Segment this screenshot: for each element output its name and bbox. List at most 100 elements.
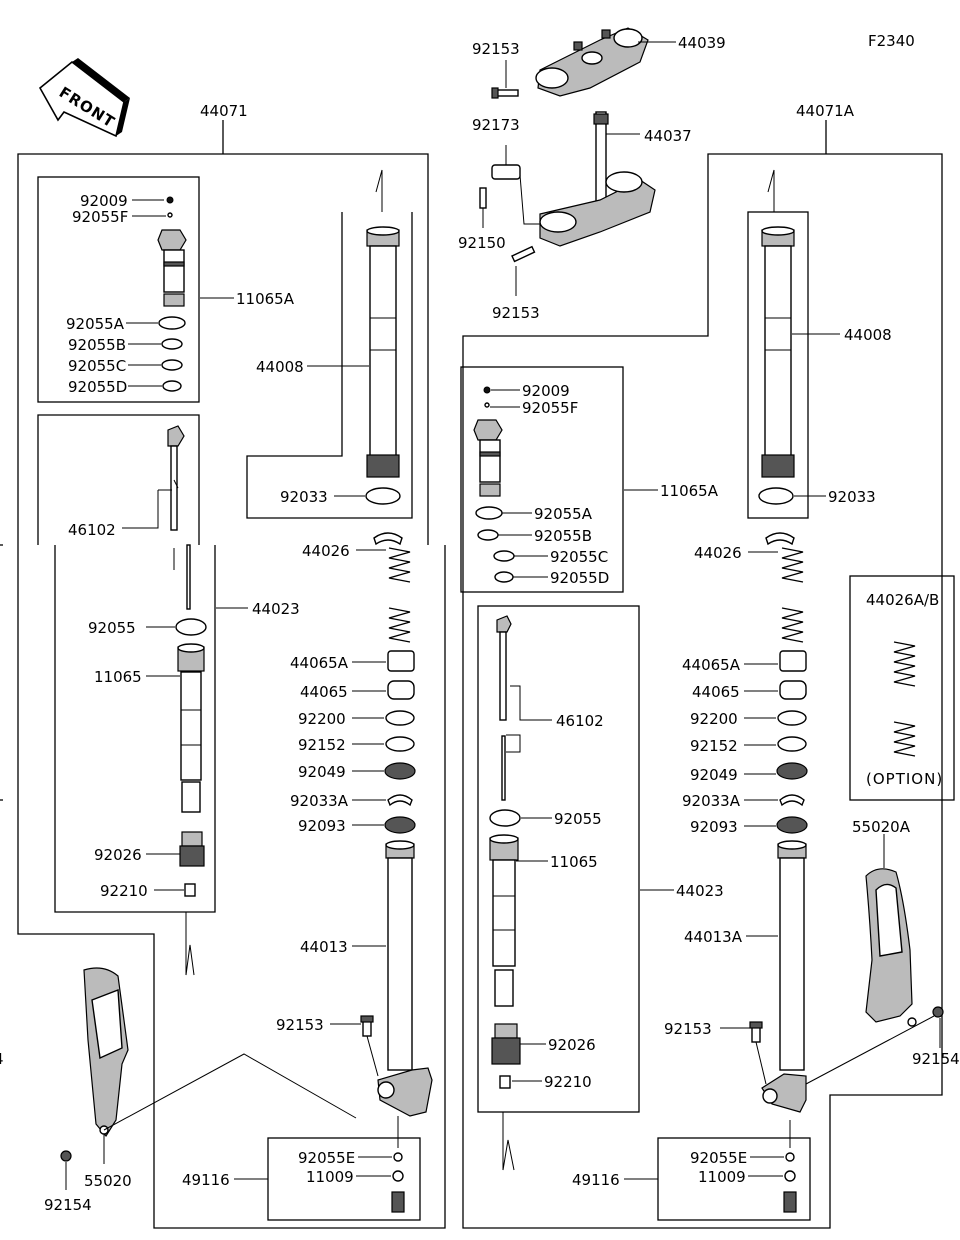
right-oil-seal-icon [776, 762, 808, 780]
lower-clamp-bolt-icon [511, 245, 536, 263]
label-left-axle-bolt: 92153 [276, 1016, 324, 1034]
label-right-cap: 11009 [698, 1168, 746, 1186]
left-cylinder [177, 643, 205, 813]
left-cartridge-valve [157, 196, 187, 307]
label-left-inner-tube: 44013 [300, 938, 348, 956]
label-left-bolt: 92009 [80, 192, 128, 210]
label-right-oil-seal: 92049 [690, 766, 738, 784]
right-cap-icon [784, 1170, 796, 1182]
right-cartridge-valve [473, 386, 503, 497]
label-left-oring-a: 92055A [66, 315, 125, 333]
right-cartridge-sub-box [460, 366, 624, 593]
label-right-cartridge-assy: 11065A [660, 482, 719, 500]
left-ring-icon [385, 736, 415, 752]
label-left-assembly: 44071 [200, 102, 248, 120]
label-left-cartridge: 44023 [252, 600, 300, 618]
label-left-ring: 92152 [298, 736, 346, 754]
right-oring-a-icon [475, 506, 503, 520]
label-right-spring: 44026 [694, 544, 742, 562]
right-nut-icon [499, 1075, 511, 1089]
left-oring-icon [175, 618, 207, 636]
left-outer-oring-icon [365, 487, 401, 505]
right-fork-guard [865, 868, 917, 1027]
left-nut-icon [184, 883, 196, 897]
right-base-valve [491, 1023, 521, 1065]
right-fork-frame [462, 120, 943, 1229]
right-oring-b-icon [477, 529, 499, 541]
label-right-oring-d: 92055D [550, 569, 609, 587]
label-right-ring: 92152 [690, 737, 738, 755]
label-option: (OPTION) [866, 770, 943, 788]
right-guard-bolt-icon [932, 1006, 944, 1018]
left-oring-c-icon [161, 359, 183, 371]
left-damper-rod [167, 425, 191, 610]
left-oring-d-icon [162, 380, 182, 392]
label-left-oring-d: 92055D [68, 378, 127, 396]
left-outer-tube-box [246, 212, 413, 519]
right-spring [765, 532, 804, 643]
figure-code: F2340 [868, 32, 915, 50]
label-lower-bolt: 92153 [492, 304, 540, 322]
right-outer-tube-box [747, 211, 809, 519]
left-dust-seal-icon [384, 816, 416, 834]
label-left-oring-f: 92055F [72, 208, 128, 226]
label-left-oil-seal: 92049 [298, 763, 346, 781]
label-left-snap-ring: 92033A [290, 792, 349, 810]
label-left-valve-kit: 49116 [182, 1171, 230, 1189]
label-left-outer-tube: 44008 [256, 358, 304, 376]
left-cartridge-sub-box [37, 176, 200, 403]
left-bushing-icon [387, 680, 415, 700]
label-right-washer: 92200 [690, 710, 738, 728]
option-spring [893, 641, 916, 757]
label-left-rod: 46102 [68, 521, 116, 539]
left-axle-bolt-icon [360, 1015, 374, 1037]
label-right-nut: 92210 [544, 1073, 592, 1091]
label-lower-bolt-small: 92150 [458, 234, 506, 252]
front-arrow-icon [38, 58, 130, 138]
label-left-dust-seal: 92093 [298, 817, 346, 835]
right-bushing-a-icon [779, 650, 807, 672]
left-spring [373, 532, 411, 643]
right-outer-tube [761, 226, 795, 478]
left-cap-icon [392, 1170, 404, 1182]
left-bushing-a-icon [387, 650, 415, 672]
label-right-oring-c: 92055C [550, 548, 608, 566]
label-left-spring: 44026 [302, 542, 350, 560]
label-left-washer: 92200 [298, 710, 346, 728]
label-right-valve-kit: 49116 [572, 1171, 620, 1189]
right-ring-icon [777, 736, 807, 752]
right-damper-rod [496, 615, 512, 801]
label-right-snap-ring: 92033A [682, 792, 741, 810]
label-right-axle-bolt: 92153 [664, 1020, 712, 1038]
left-oring-e-icon [393, 1152, 403, 1162]
label-left-guard-bolt: 92154 [44, 1196, 92, 1214]
label-right-outer-oring: 92033 [828, 488, 876, 506]
steering-stem [593, 111, 609, 205]
small-bolt-92150-icon [479, 187, 487, 209]
label-right-oring: 92055 [554, 810, 602, 828]
label-right-oring-f: 92055F [522, 399, 578, 417]
label-right-rod: 46102 [556, 712, 604, 730]
right-snap-ring-icon [779, 794, 805, 807]
label-right-oring-b: 92055B [534, 527, 592, 545]
label-left-bushing: 44065 [300, 683, 348, 701]
right-outer-oring-icon [758, 487, 794, 505]
label-right-bushing-a: 44065A [682, 656, 741, 674]
left-oil-seal-icon [384, 762, 416, 780]
right-cartridge-box [477, 605, 640, 1113]
left-rod-box [37, 414, 200, 545]
label-right-bolt: 92009 [522, 382, 570, 400]
label-left-oring-b: 92055B [68, 336, 126, 354]
left-inner-tube [377, 840, 433, 1117]
label-right-bushing: 44065 [692, 683, 740, 701]
label-right-base-valve: 92026 [548, 1036, 596, 1054]
label-left-bushing-a: 44065A [290, 654, 349, 672]
edge-fragment-left: 4 [0, 1050, 4, 1068]
label-option-spring: 44026A/B [866, 591, 939, 609]
label-left-cylinder: 11065 [94, 668, 142, 686]
upper-clamp-bolt-icon [491, 87, 519, 99]
lower-triple-clamp [539, 171, 656, 247]
label-left-oring: 92055 [88, 619, 136, 637]
label-left-guard: 55020 [84, 1172, 132, 1190]
label-left-base-valve: 92026 [94, 846, 142, 864]
